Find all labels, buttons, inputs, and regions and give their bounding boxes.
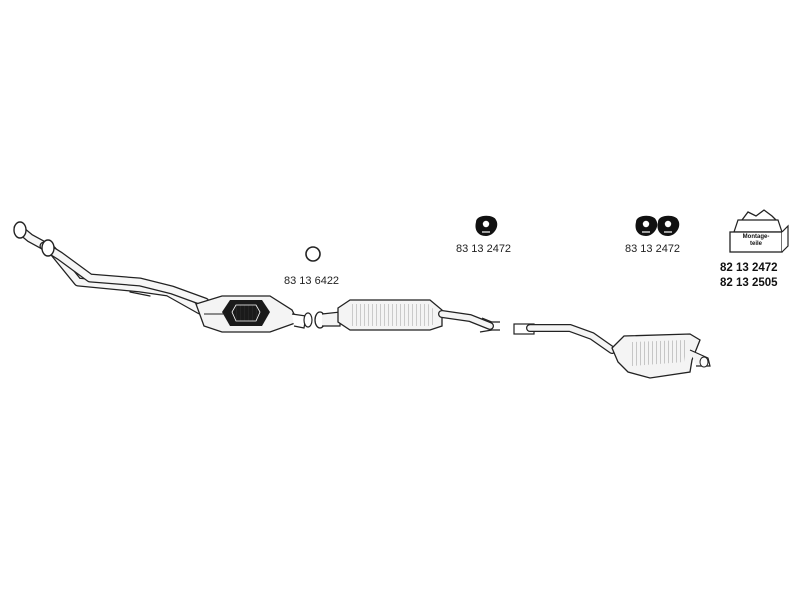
centre-silencer — [314, 299, 500, 333]
mounting-kit-part-number-2: 82 13 2505 — [720, 277, 778, 289]
catalytic-converter — [195, 295, 313, 333]
mounting-kit-part-number-1: 82 13 2472 — [720, 262, 778, 274]
rubber-hanger-part-number: 83 13 2472 — [456, 243, 512, 255]
front-downpipe — [13, 221, 210, 315]
ring-gasket-icon — [305, 246, 321, 262]
rubber-hanger-icon — [475, 215, 498, 236]
ring-gasket-part-number: 83 13 6422 — [284, 275, 340, 287]
rubber-hanger-pair-icon — [635, 215, 680, 236]
mounting-kit-box-icon — [729, 209, 789, 253]
rear-silencer — [513, 323, 711, 379]
rubber-hanger-pair-part-number: 83 13 2472 — [625, 243, 681, 255]
mounting-kit-box-text: Montage- teile — [742, 234, 770, 247]
